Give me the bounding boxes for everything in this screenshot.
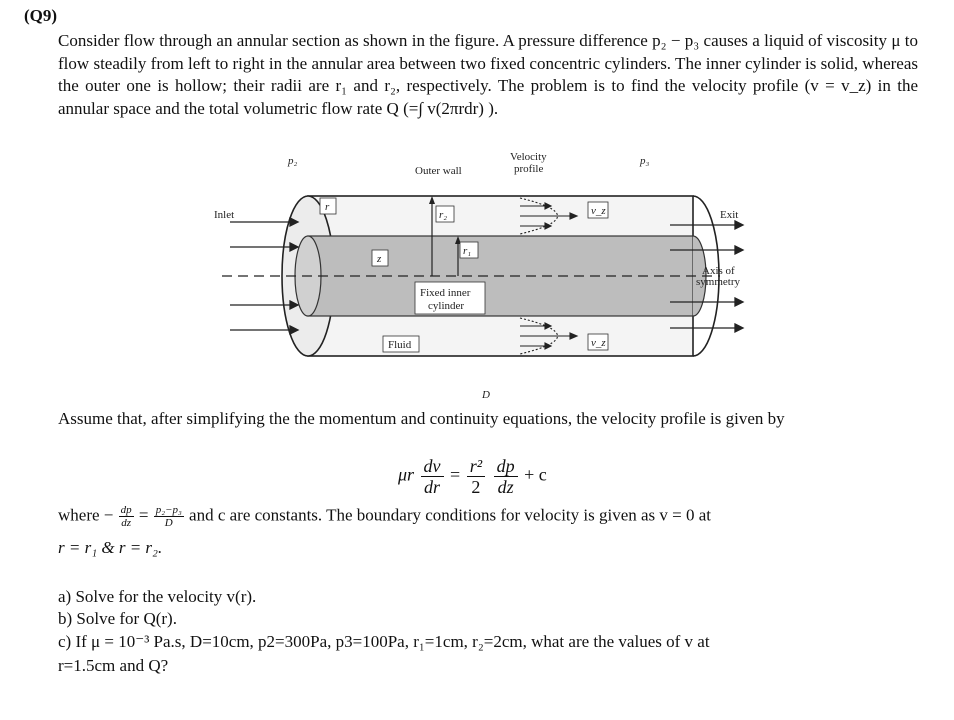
label-r1: r₁ <box>463 245 471 257</box>
eq-plus-c: + c <box>524 464 547 485</box>
label-p3: p₃ <box>639 155 650 167</box>
question-c: c) If μ = 10⁻³ Pa.s, D=10cm, p2=300Pa, p… <box>58 632 710 651</box>
eq-mu-r: μr <box>398 464 415 485</box>
where-dz: dz <box>121 517 132 529</box>
label-symmetry: symmetry <box>696 276 740 288</box>
boundary-conditions: r = r₁ & r = r₂. <box>58 538 163 557</box>
label-cylinder: cylinder <box>428 300 464 312</box>
annulus-flow-figure: p₂ p₃ Outer wall Velocity profile Inlet … <box>214 151 745 401</box>
eq-equals: = <box>450 464 461 485</box>
assumption-text: Assume that, after simplifying the the m… <box>58 409 785 428</box>
label-r2: r₂ <box>439 209 447 221</box>
label-outer-wall: Outer wall <box>415 165 462 177</box>
eq-dv-dr: dv dr <box>420 456 444 497</box>
question-number: (Q9) <box>24 6 58 25</box>
where-pdiff-over-D: p₂−p₃ D <box>153 504 184 529</box>
eq-r2-over-2: r² 2 <box>466 456 486 497</box>
problem-statement: Consider flow through an annular section… <box>58 31 918 118</box>
label-z: z <box>376 253 382 265</box>
label-inlet: Inlet <box>214 209 234 221</box>
where-dp: dp <box>118 504 134 517</box>
where-pdiff: p₂−p₃ <box>153 504 184 517</box>
label-velocity: Velocity <box>510 151 547 163</box>
eq-dp: dp <box>493 456 518 477</box>
label-fluid: Fluid <box>388 339 412 351</box>
eq-r2: r² <box>466 456 486 477</box>
label-vz-bottom: v_z <box>591 337 606 349</box>
where-line: where − dp dz = p₂−p₃ D and c are consta… <box>58 504 918 529</box>
eq-dp-dz: dp dz <box>493 456 518 497</box>
eq-dv: dv <box>420 456 444 477</box>
label-fixed-inner: Fixed inner <box>420 287 471 299</box>
where-prefix: where − <box>58 505 114 525</box>
label-exit: Exit <box>720 209 738 221</box>
where-eq: = <box>138 505 149 525</box>
eq-dz: dz <box>497 477 514 497</box>
label-D: D <box>481 389 490 401</box>
label-axis: Axis of <box>702 265 735 277</box>
label-profile: profile <box>514 163 543 175</box>
eq-dr: dr <box>424 477 441 497</box>
question-b: b) Solve for Q(r). <box>58 609 177 628</box>
where-suffix: and c are constants. The boundary condit… <box>189 505 712 525</box>
eq-two: 2 <box>471 477 481 497</box>
where-D: D <box>164 517 173 529</box>
label-r: r <box>325 201 330 213</box>
label-p2: p₂ <box>287 155 298 167</box>
question-c-continued: r=1.5cm and Q? <box>58 656 169 675</box>
where-dp-dz: dp dz <box>118 504 134 529</box>
label-vz-top: v_z <box>591 205 606 217</box>
question-a: a) Solve for the velocity v(r). <box>58 587 257 606</box>
